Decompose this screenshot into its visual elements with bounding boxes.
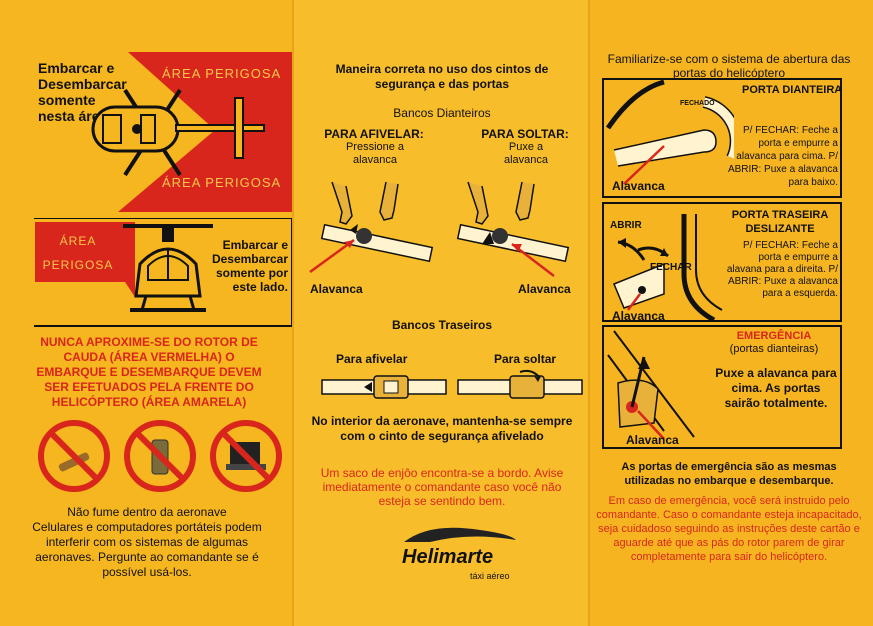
rear-lever-label: Alavanca [612, 309, 665, 323]
front-door-desc: P/ FECHAR: Feche a porta e empurre a ala… [727, 125, 838, 188]
no-smoking-icon [38, 420, 110, 492]
rear-door-title: PORTA TRASEIRA DESLIZANTE [731, 209, 829, 235]
panel2-title: Maneira correta no uso dos cintos de seg… [335, 62, 549, 91]
brand-name: Helimarte [402, 546, 494, 568]
front-door-box [602, 78, 842, 198]
front-lever-label: Alavanca [612, 179, 665, 193]
sick-bag-note: Um saco de enjôo encontra-se a bordo. Av… [320, 466, 564, 508]
helicopter-top-icon [91, 88, 265, 177]
emergency-lever-diagram-icon [607, 330, 695, 440]
rear-door-open-label: ABRIR [610, 220, 642, 231]
helicopter-front-icon [123, 224, 213, 312]
panel3-title: Familiarize-se com o sistema de abertura… [607, 52, 851, 80]
front-door-diagram-icon [605, 80, 734, 185]
board-text-top: Embarcar e Desembarcar somente nesta áre… [38, 60, 127, 124]
panel-boarding: ÁREA PERIGOSA ÁREA PERIGOSA Embarcar e D… [0, 0, 293, 626]
rear-door-close-label: FECHAR [650, 262, 692, 273]
belt-buckle-release-icon [456, 181, 570, 277]
rear-door-box [602, 202, 842, 322]
emergency-doors-note: As portas de emergência são as mesmas ut… [621, 461, 837, 487]
rear-door-desc: P/ FECHAR: Feche a porta e empurre a ala… [726, 240, 838, 299]
fasten-desc: Pressione a alavanca [345, 141, 405, 166]
rear-buckle-fasten-icon [321, 375, 447, 399]
area-label-line1: ÁREA [59, 234, 97, 248]
front-door-closed-tag: FECHADO [680, 100, 715, 107]
emergency-title: EMERGÊNCIA [736, 330, 812, 342]
area-label-line2: PERIGOSA [42, 258, 114, 272]
front-door-title: PORTA DIANTEIRA [742, 84, 843, 96]
front-seats-heading: Bancos Dianteiros [393, 106, 491, 120]
emergency-lever-label: Alavanca [626, 433, 679, 447]
emergency-note: Em caso de emergência, você será instrui… [596, 495, 862, 563]
brand-subtitle: táxi aéreo [470, 571, 510, 581]
to-fasten-heading: PARA AFIVELAR: [324, 127, 424, 141]
danger-label-1: ÁREA PERIGOSA [162, 66, 282, 81]
rear-fasten-label: Para afivelar [336, 352, 408, 366]
rear-door-diagram-icon [613, 214, 723, 320]
keep-fastened-note: No interior da aeronave, mantenha-se sem… [311, 414, 573, 443]
no-phone-icon [124, 420, 196, 492]
release-desc: Puxe a alavanca [503, 141, 549, 166]
to-release-heading: PARA SOLTAR: [481, 127, 569, 141]
rear-buckle-release-icon [457, 369, 583, 399]
danger-zone-top [118, 52, 292, 212]
no-laptop-icon [210, 420, 282, 492]
danger-zone-side [35, 222, 135, 297]
danger-label-2: ÁREA PERIGOSA [162, 175, 282, 190]
devices-note: Celulares e computadores portáteis podem… [32, 520, 262, 579]
rotor-warning: NUNCA APROXIME-SE DO ROTOR DE CAUDA (ÁRE… [36, 335, 262, 409]
lever-label-left: Alavanca [310, 282, 363, 296]
no-smoking-text: Não fume dentro da aeronave [67, 505, 227, 519]
lever-label-right: Alavanca [518, 282, 571, 296]
emergency-subtitle: (portas dianteiras) [729, 343, 819, 355]
rear-release-label: Para soltar [494, 352, 557, 366]
helimarte-logo-icon [404, 527, 516, 542]
rear-seats-heading: Bancos Traseiros [391, 318, 493, 332]
panel-seatbelts: Maneira correta no uso dos cintos de seg… [292, 0, 588, 626]
belt-buckle-icon [309, 181, 434, 274]
emergency-box [602, 325, 842, 449]
board-text-side: Embarcar e Desembarcar somente por este … [211, 238, 288, 294]
panel-doors: Familiarize-se com o sistema de abertura… [588, 0, 873, 626]
emergency-desc: Puxe a alavanca para cima. As portas sai… [715, 366, 837, 410]
